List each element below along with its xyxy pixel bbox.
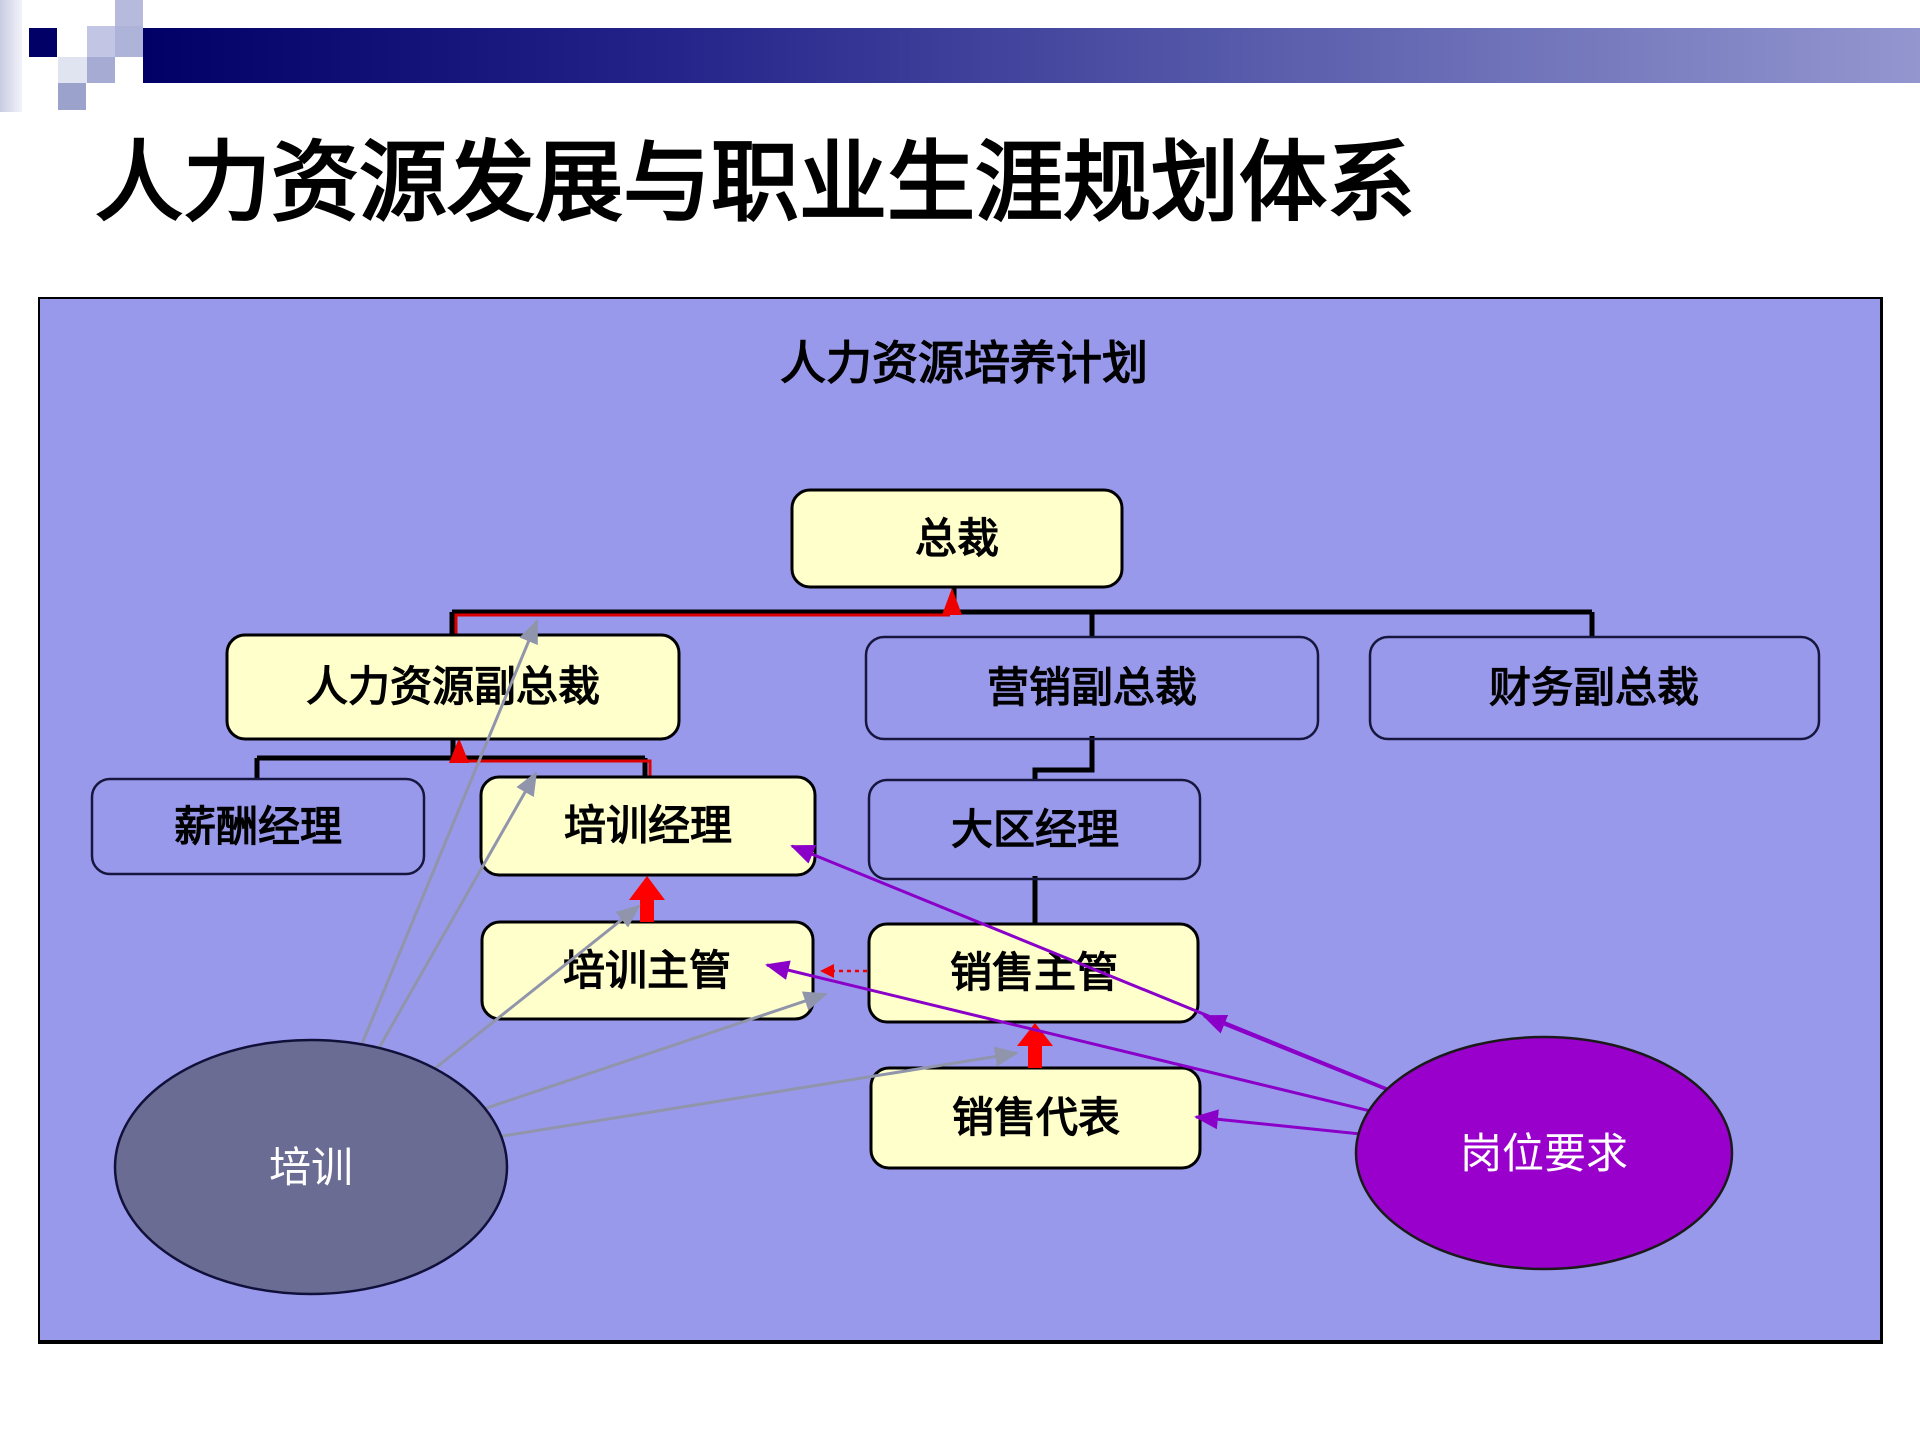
promotion-arrow-salesrep-salessup xyxy=(1017,1023,1053,1068)
node-region-manager: 大区经理 xyxy=(867,778,1202,881)
slide-title: 人力资源发展与职业生涯规划体系 xyxy=(95,136,1416,233)
promotion-path-trainmgr-hrvp xyxy=(461,759,652,778)
node-compensation-manager: 薪酬经理 xyxy=(90,777,426,876)
node-president: 总裁 xyxy=(790,488,1124,589)
node-compensation-manager-label: 薪酬经理 xyxy=(174,804,342,851)
promotion-arrowhead-president xyxy=(942,588,962,615)
deco-square xyxy=(58,83,86,110)
header-gradient-bar xyxy=(143,28,1920,83)
org-chart: 人力资源培养计划 总裁 人力资源副总裁 营销副总裁 财务副总裁 薪酬经理 培训经… xyxy=(90,338,1821,1296)
node-sales-rep-label: 销售代表 xyxy=(952,1095,1120,1142)
node-hr-vp-label: 人力资源副总裁 xyxy=(306,664,600,711)
node-marketing-vp-label: 营销副总裁 xyxy=(987,665,1197,712)
deco-square xyxy=(58,57,87,83)
header-left-strip xyxy=(0,0,22,112)
promotion-arrow-trainsup-trainmgr xyxy=(629,876,665,922)
org-connector-marketing-branch xyxy=(1032,736,1095,781)
deco-square xyxy=(87,57,115,83)
deco-square-navy xyxy=(29,28,57,57)
node-training-manager: 培训经理 xyxy=(479,775,817,877)
training-ellipse: 培训 xyxy=(113,1038,509,1296)
diagram-panel: 人力资源培养计划 总裁 人力资源副总裁 营销副总裁 财务副总裁 薪酬经理 培训经… xyxy=(38,297,1883,1344)
deco-square xyxy=(115,0,143,26)
deco-square xyxy=(87,26,115,57)
diagram-subtitle: 人力资源培养计划 xyxy=(780,338,1148,389)
node-finance-vp-label: 财务副总裁 xyxy=(1489,665,1699,712)
node-finance-vp: 财务副总裁 xyxy=(1368,635,1821,741)
job-requirements-ellipse-label: 岗位要求 xyxy=(1460,1131,1628,1178)
node-hr-vp: 人力资源副总裁 xyxy=(225,633,681,741)
transfer-dotted-arrowhead xyxy=(820,964,834,978)
promotion-path-hrvp-president xyxy=(454,613,950,636)
node-sales-supervisor: 销售主管 xyxy=(867,922,1200,1024)
node-president-label: 总裁 xyxy=(915,516,999,563)
node-sales-rep: 销售代表 xyxy=(869,1066,1202,1170)
deco-square xyxy=(115,26,143,57)
node-marketing-vp: 营销副总裁 xyxy=(864,635,1320,741)
node-training-supervisor: 培训主管 xyxy=(480,920,815,1021)
node-training-manager-label: 培训经理 xyxy=(564,803,732,850)
node-region-manager-label: 大区经理 xyxy=(951,807,1119,854)
org-connector-level1 xyxy=(449,587,1595,638)
training-ellipse-label: 培训 xyxy=(269,1146,353,1192)
job-requirements-ellipse: 岗位要求 xyxy=(1354,1035,1734,1271)
node-sales-supervisor-label: 销售主管 xyxy=(950,950,1118,997)
promotion-arrowhead-hrvp xyxy=(449,738,469,763)
node-training-supervisor-label: 培训主管 xyxy=(563,948,731,995)
